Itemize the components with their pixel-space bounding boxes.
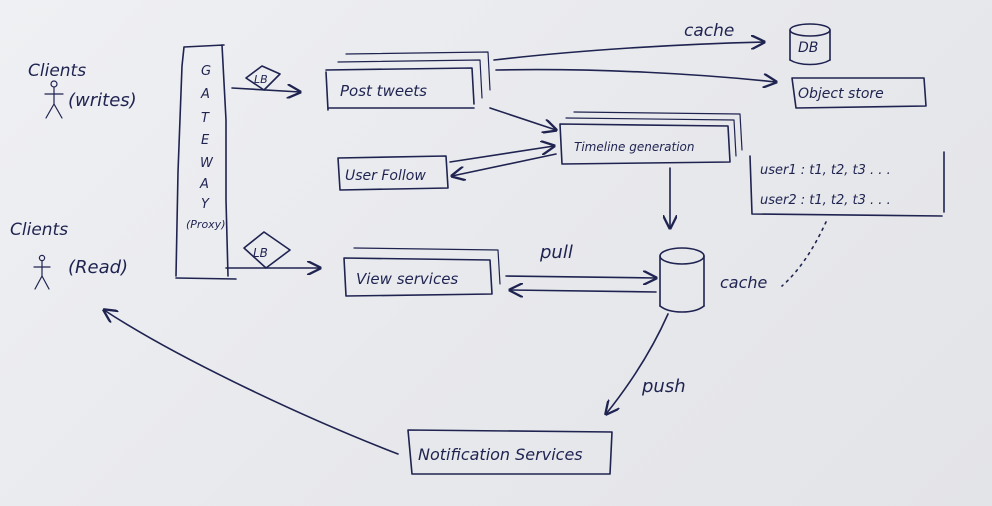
gateway-letter: Y [201,197,210,212]
db-store: DB [789,23,831,66]
person-read-icon [33,254,51,290]
timeline-generation-box: Timeline generation [559,111,743,165]
clients-read-label: (Read) [68,257,128,278]
gateway-sub-label: (Proxy) [186,218,226,231]
gateway-letters: G A T E W A Y [199,64,214,212]
notification-services-label: Notification Services [418,445,583,464]
gateway-letter: A [199,177,209,192]
person-writes-icon [44,80,64,119]
gateway-letter: W [200,156,214,171]
gateway-letter: G [201,64,211,79]
gateway-letter: T [201,111,210,126]
object-store-label: Object store [798,86,884,102]
view-services-box: View services [343,247,501,297]
cache-top-label: cache [684,21,734,41]
object-store-box: Object store [791,77,927,109]
lb-top-label: LB [254,73,268,86]
timeline-generation-label: Timeline generation [574,140,694,154]
db-label: DB [798,40,818,56]
gateway-letter: E [201,133,210,148]
cache-store-label: cache [720,273,768,292]
user-follow-box: User Follow [337,155,449,191]
timeline-entry: user2 : t1, t2, t3 . . . [760,193,891,208]
clients-writes-title: Clients [28,61,86,81]
clients-read: Clients (Read) [10,220,128,290]
clients-writes-label: (writes) [68,90,137,111]
lb-bottom-label: LB [253,246,268,260]
post-tweets-box: Post tweets [325,51,491,111]
notification-services-box: Notification Services [407,429,613,475]
pull-label: pull [539,242,573,263]
post-tweets-label: Post tweets [340,82,427,100]
gateway-box: G A T E W A Y (Proxy) [175,44,237,280]
user-follow-label: User Follow [345,168,426,184]
lb-bottom: LB [225,231,320,268]
lb-top: LB [231,65,300,92]
cache-store: cache [659,247,768,313]
timeline-entry: user1 : t1, t2, t3 . . . [760,163,891,178]
clients-read-title: Clients [10,220,68,240]
timeline-entries-box: user1 : t1, t2, t3 . . . user2 : t1, t2,… [749,151,945,287]
gateway-letter: A [200,87,210,102]
clients-writes: Clients (writes) [28,61,137,119]
view-services-label: View services [356,270,458,288]
push-label: push [641,376,686,397]
